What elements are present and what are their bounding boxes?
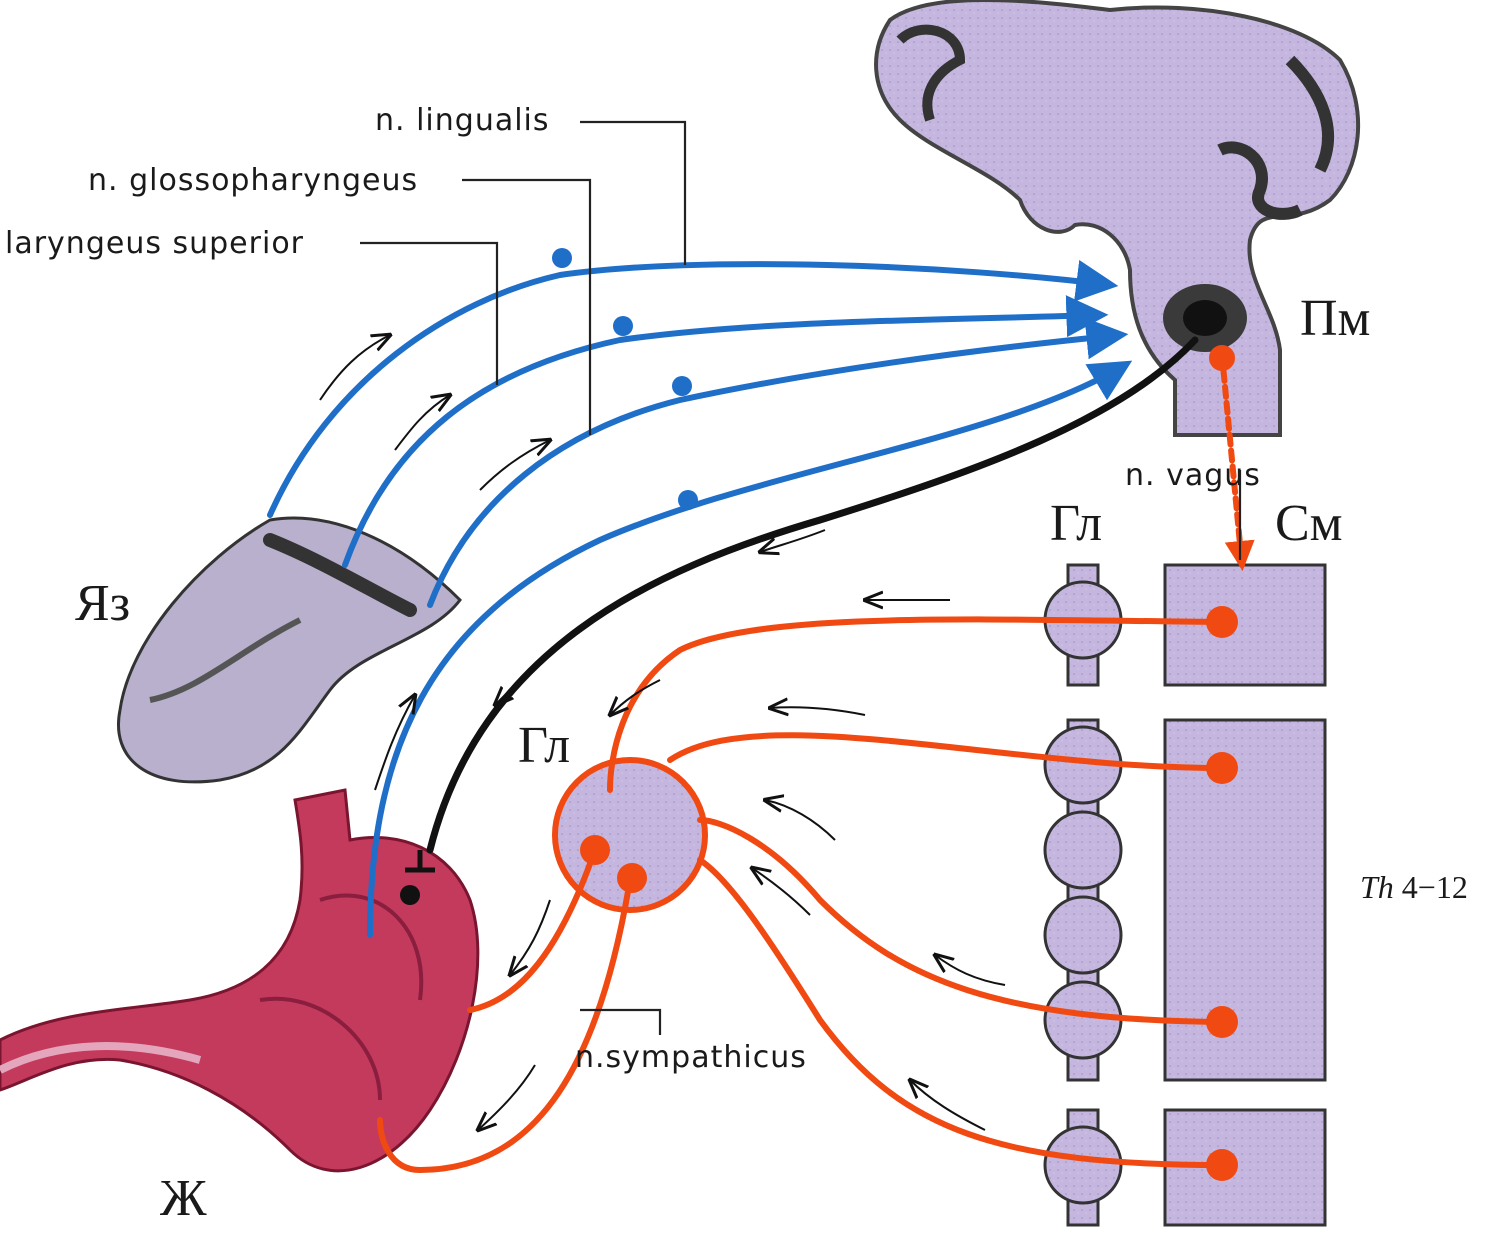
red-nerve-3 (700, 820, 1222, 1022)
red-nerve-4 (700, 860, 1222, 1165)
label-th: Th (1360, 869, 1394, 905)
label-leader-lines (360, 122, 1240, 1035)
label-zh: Ж (160, 1170, 207, 1227)
spinal-cord-segments (1165, 565, 1325, 1225)
label-n-glossopharyngeus: n. glossopharyngeus (88, 163, 418, 198)
red-nerve-2 (670, 735, 1222, 768)
sympathetic-chain (1045, 565, 1121, 1225)
stomach-illustration (0, 790, 478, 1171)
label-laryngeus-superior: laryngeus superior (5, 226, 304, 261)
label-cm: См (1275, 495, 1343, 552)
label-n-sympathicus: n.sympathicus (575, 1040, 807, 1075)
label-n-lingualis: n. lingualis (375, 103, 550, 138)
label-gl-top: Гл (1050, 495, 1102, 552)
blue-nerve-laryngeus (430, 335, 1120, 605)
label-th-numbers: 4−12 (1402, 869, 1468, 905)
label-pm: Пм (1300, 290, 1370, 347)
tongue-illustration (118, 518, 460, 782)
label-n-vagus: n. vagus (1125, 458, 1261, 493)
label-gl-mid: Гл (518, 717, 570, 774)
label-yaz: Яз (75, 575, 130, 632)
